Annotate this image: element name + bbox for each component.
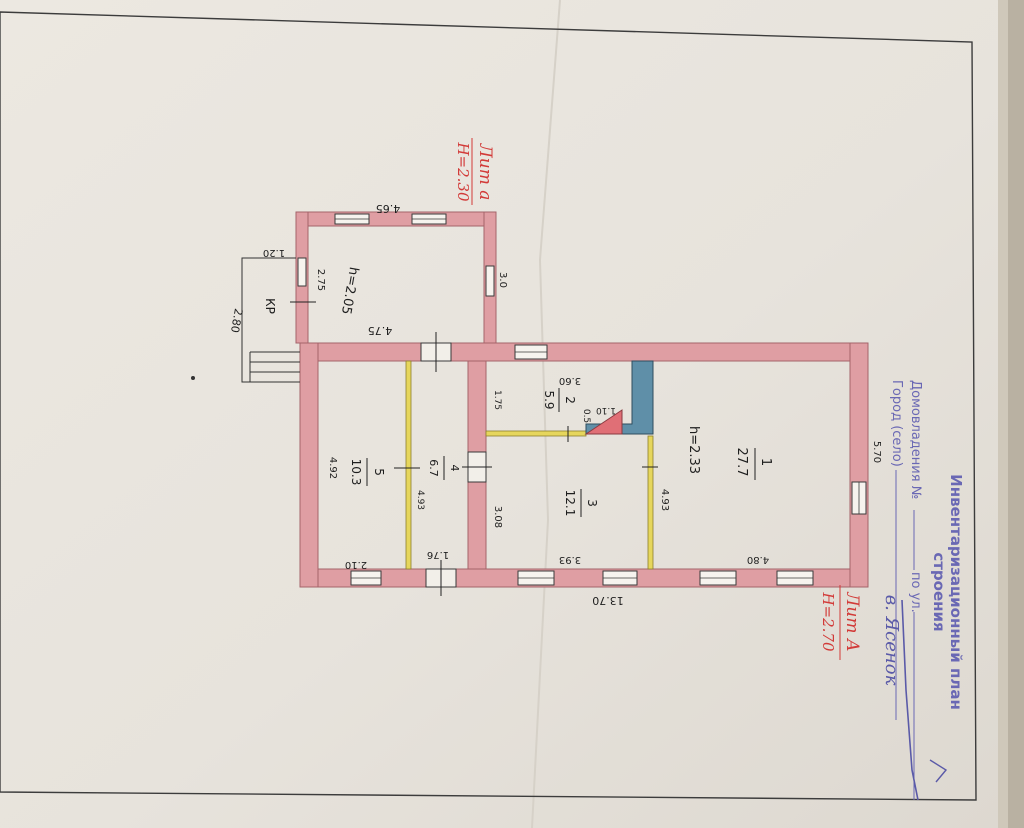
room-1-number: 1 bbox=[758, 458, 773, 466]
dim-partition-r4: 4.93 bbox=[415, 490, 425, 510]
room-4-number: 4 bbox=[448, 465, 461, 472]
porch-width: 1.20 bbox=[263, 247, 285, 258]
annex-dim-right: 3.0 bbox=[497, 272, 508, 288]
room-3-area: 12.1 bbox=[563, 490, 577, 517]
annex-dim-left: 2.75 bbox=[315, 269, 326, 291]
dim-room3-width: 3.08 bbox=[492, 506, 503, 528]
dim-room3-length: 3.93 bbox=[559, 554, 581, 565]
dim-overall-length: 13.70 bbox=[592, 594, 624, 607]
stamp-title-line1: Инвентаризационный план bbox=[947, 474, 965, 710]
dim-room5-length: 2.10 bbox=[345, 559, 367, 570]
dim-room4-length: 1.76 bbox=[427, 549, 449, 560]
partitions bbox=[405, 360, 654, 570]
dim-room1-length: 4.80 bbox=[747, 554, 769, 565]
stamp-field-household: Домовладения № bbox=[908, 380, 923, 499]
dim-stove-width: 1.10 bbox=[596, 405, 616, 415]
dim-room2-length: 3.60 bbox=[559, 375, 581, 386]
dim-stove-depth: 0.5 bbox=[581, 409, 591, 423]
dim-room2-width: 1.75 bbox=[492, 390, 502, 410]
porch bbox=[241, 257, 300, 383]
lit-a-small-title: Лит а bbox=[475, 143, 495, 201]
lit-a-label: Лит А Н=2.70 bbox=[819, 585, 862, 660]
inventory-stamp: Инвентаризационный план строения Домовла… bbox=[881, 380, 965, 801]
stamp-field-street: по ул. bbox=[908, 572, 923, 613]
dim-room5-width: 4.92 bbox=[327, 457, 338, 479]
room-3-number: 3 bbox=[585, 499, 599, 507]
room-1-area: 27.7 bbox=[734, 448, 749, 477]
stamp-pen-scribble-2 bbox=[929, 759, 948, 783]
window-lines bbox=[335, 218, 860, 579]
paper-crease bbox=[531, 0, 561, 828]
room-2-number: 2 bbox=[563, 396, 577, 404]
dim-overall-width: 5.70 bbox=[871, 441, 882, 463]
room-5-number: 5 bbox=[372, 468, 386, 476]
paper-edge-shadow bbox=[1008, 0, 1024, 828]
lit-a-small-height: Н=2.30 bbox=[454, 141, 472, 202]
stamp-title-line2: строения bbox=[930, 552, 948, 631]
stamp-pen-scribble bbox=[901, 599, 919, 801]
lit-a-title: Лит А bbox=[842, 591, 862, 652]
annex-dim-top: 4.65 bbox=[376, 202, 401, 215]
porch-length: 2.80 bbox=[228, 307, 245, 333]
dim-partition-r3: 4.93 bbox=[659, 489, 670, 511]
stove bbox=[584, 360, 654, 435]
lit-a-height: Н=2.70 bbox=[819, 591, 837, 652]
house-dimensions: 3.60 1.75 1.10 0.5 3.08 4.93 4.93 4.92 2… bbox=[327, 375, 882, 607]
stamp-field-town: Город (село) bbox=[889, 380, 904, 467]
pencil-dot bbox=[191, 376, 195, 380]
room-labels: 1 27.7 h=2.33 2 5.9 3 12.1 4 6.7 5 10.3 bbox=[349, 388, 773, 517]
drawing-frame bbox=[0, 11, 977, 801]
porch-label: КР bbox=[263, 298, 277, 314]
room-4-area: 6.7 bbox=[427, 459, 440, 477]
annex-dim-bottom: 4.75 bbox=[368, 324, 393, 337]
room-2-area: 5.9 bbox=[542, 390, 556, 409]
stamp-town-value: в. Ясенок bbox=[881, 595, 902, 686]
door-ticks bbox=[290, 301, 658, 596]
room-5-area: 10.3 bbox=[349, 459, 363, 486]
room-1-ceiling: h=2.33 bbox=[686, 426, 701, 474]
lit-a-small-label: Лит а Н=2.30 bbox=[454, 138, 495, 205]
